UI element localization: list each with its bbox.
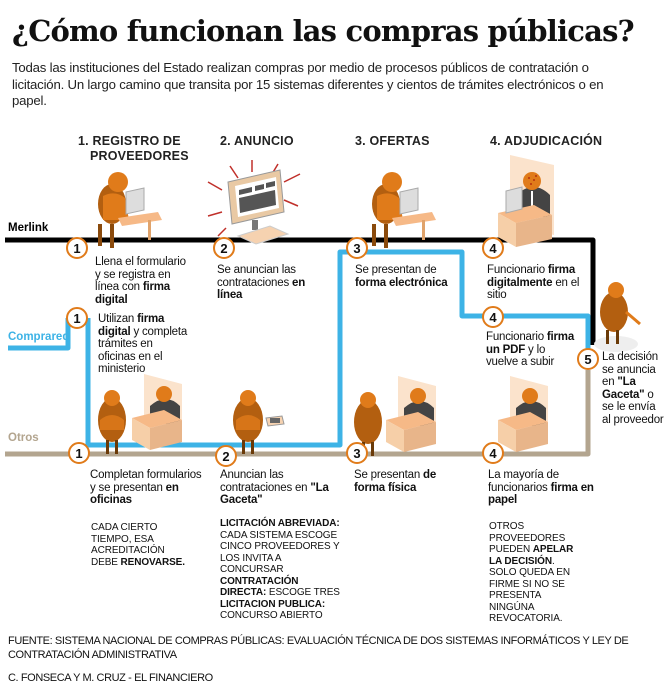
computer-monitor-icon xyxy=(207,160,301,245)
stage-registro-line2: PROVEEDORES xyxy=(90,149,189,163)
final-step-desc: La decisión se anuncia en "La Gaceta" o … xyxy=(602,351,664,426)
otros-line xyxy=(5,370,591,457)
step-marker: 4 xyxy=(482,442,504,464)
comprared-step-4-desc: Funcionario firma un PDF y lo vuelve a s… xyxy=(486,331,575,368)
otros-step-1-desc: Completan formularios y se presentan en … xyxy=(90,469,202,506)
comprared-line xyxy=(8,249,591,448)
comprared-step-1-desc: Utilizan firma digital y completa trámit… xyxy=(98,313,188,375)
note-anuncio: Licitación abreviada: Cada sistema escog… xyxy=(220,518,340,621)
step-marker: 5 xyxy=(577,348,599,370)
intro-text: Todas las instituciones del Estado reali… xyxy=(12,60,604,108)
line-label-otros: Otros xyxy=(8,432,39,444)
step-marker: 3 xyxy=(346,237,368,259)
credit-text: C. FONSECA Y M. CRUZ - EL FINANCIERO xyxy=(8,672,213,684)
merlink-step-1-desc: Llena el formulario y se registra en lín… xyxy=(95,256,186,306)
page-title: ¿Cómo funcionan las compras públicas? xyxy=(12,14,635,48)
source-text: FUENTE: SISTEMA NACIONAL DE COMPRAS PÚBL… xyxy=(8,635,629,661)
step-marker: 1 xyxy=(66,237,88,259)
step-marker: 1 xyxy=(68,442,90,464)
step-marker: 3 xyxy=(346,442,368,464)
otros-step-4-desc: La mayoría de funcionarios firma en pape… xyxy=(488,469,594,506)
line-label-comprared: Comprared xyxy=(8,331,70,343)
line-label-merlink: Merlink xyxy=(8,222,49,234)
merlink-step-3-desc: Se presentan de forma electrónica xyxy=(355,264,448,289)
step-marker: 2 xyxy=(213,237,235,259)
otros-step-2-desc: Anuncian las contrataciones en "La Gacet… xyxy=(220,469,329,506)
note-adjudicacion: Otros proveedores pueden apelar la decis… xyxy=(489,521,574,624)
person-standing-icon xyxy=(98,390,126,454)
official-at-desk-icon xyxy=(498,155,554,247)
person-at-computer-icon xyxy=(98,172,162,248)
stage-registro-line1: 1. REGISTRO DE xyxy=(78,134,181,148)
merlink-step-2-desc: Se anuncian las contrataciones en línea xyxy=(217,264,306,301)
official-at-desk-icon xyxy=(132,374,182,450)
stage-anuncio: 2. ANUNCIO xyxy=(220,134,294,148)
stage-registro: 1. REGISTRO DE PROVEEDORES xyxy=(78,134,189,164)
note-registro: Cada cierto tiempo, esa acreditación deb… xyxy=(91,522,185,568)
step-marker: 2 xyxy=(215,445,237,467)
merlink-step-4-desc: Funcionario firma digitalmente en el sit… xyxy=(487,264,580,301)
official-at-desk-icon xyxy=(386,376,436,452)
stage-adjudicacion: 4. ADJUDICACIÓN xyxy=(490,134,603,148)
person-with-paper-icon xyxy=(233,390,285,454)
step-marker: 4 xyxy=(482,306,504,328)
merlink-line xyxy=(5,237,596,345)
step-marker: 4 xyxy=(482,237,504,259)
step-marker: 1 xyxy=(66,307,88,329)
official-at-desk-icon xyxy=(498,376,548,452)
stage-ofertas: 3. OFERTAS xyxy=(355,134,430,148)
person-walking-icon xyxy=(594,282,641,352)
otros-step-3-desc: Se presentan de forma física xyxy=(354,469,437,494)
person-at-computer-icon xyxy=(372,172,436,248)
